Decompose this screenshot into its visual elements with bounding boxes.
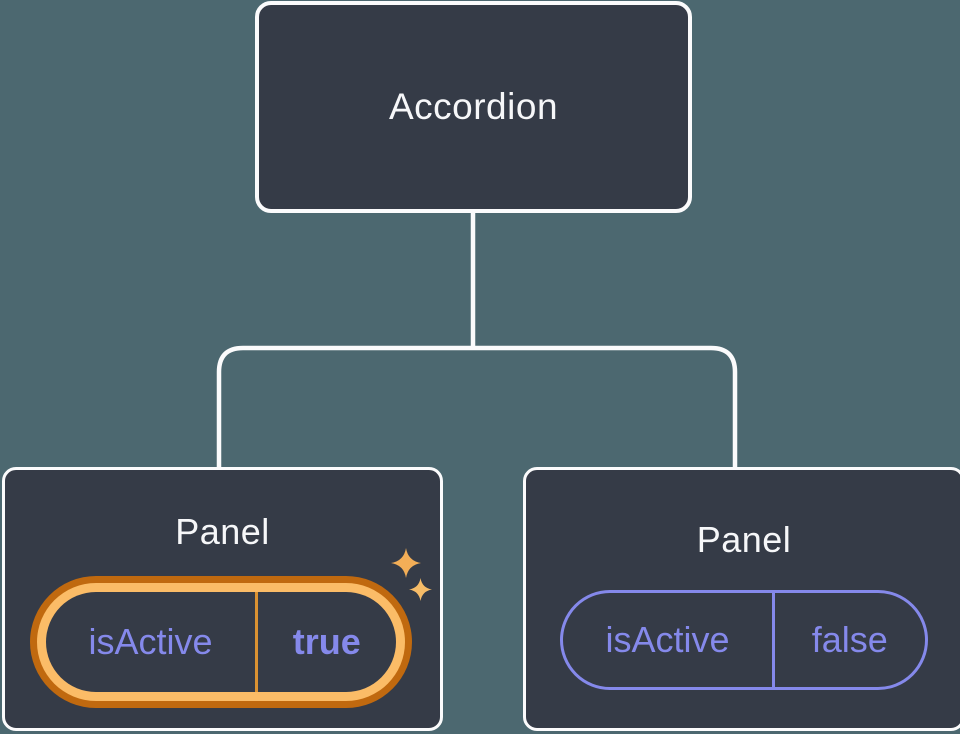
prop-name-label: isActive <box>605 619 730 660</box>
accordion-node: Accordion <box>255 1 692 213</box>
accordion-node-label: Accordion <box>388 86 559 127</box>
prop-pill-active-content: isActive true <box>46 592 396 692</box>
prop-pill-active: isActive true <box>30 576 412 708</box>
sparkle-large-icon <box>391 548 421 578</box>
prop-pill-active-inner-ring: isActive true <box>37 583 405 701</box>
panel-node-active: Panel isActive true <box>2 467 443 731</box>
prop-name-label: isActive <box>88 621 213 662</box>
prop-divider-line <box>255 592 258 692</box>
prop-value-label: false <box>811 619 888 660</box>
panel-node-label: Panel <box>175 511 270 552</box>
prop-pill-inactive: isActive false <box>560 590 928 690</box>
prop-value-label: true <box>292 621 361 662</box>
sparkle-small-icon <box>409 578 432 601</box>
panel-node-label: Panel <box>696 519 792 560</box>
connector-branch-bracket <box>216 345 738 470</box>
panel-node-inactive: Panel isActive false <box>523 467 960 731</box>
prop-divider-line <box>772 593 775 687</box>
